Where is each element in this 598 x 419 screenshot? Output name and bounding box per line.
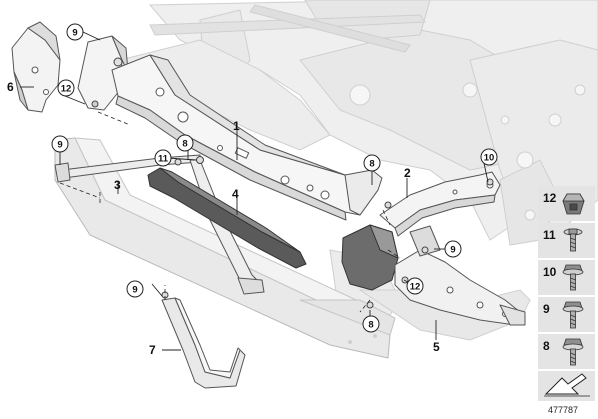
label-part-4: 4 xyxy=(232,187,239,201)
callout-12-right: 12 xyxy=(406,277,424,295)
svg-text:9: 9 xyxy=(57,140,62,151)
part-7-bracket xyxy=(161,297,246,389)
label-part-2: 2 xyxy=(404,166,411,180)
callout-9-top: 9 xyxy=(66,23,84,41)
callout-12-left: 12 xyxy=(57,79,75,97)
legend-label-12: 12 xyxy=(543,191,557,205)
callout-9-bottom: 9 xyxy=(126,280,144,298)
part-5-lower-bracket xyxy=(341,224,526,326)
svg-text:9: 9 xyxy=(450,245,455,256)
legend-cell-arrow xyxy=(538,371,595,401)
callout-8-right: 8 xyxy=(363,154,381,172)
svg-text:10: 10 xyxy=(484,153,495,164)
label-part-1: 1 xyxy=(233,119,240,133)
svg-text:9: 9 xyxy=(132,285,137,296)
label-part-3: 3 xyxy=(114,178,121,192)
part-6-bracket xyxy=(11,21,61,113)
callout-9-right: 9 xyxy=(444,240,462,258)
legend-label-8: 8 xyxy=(543,339,550,353)
dashed-lines xyxy=(59,111,401,313)
part-4-air-duct xyxy=(147,167,307,269)
part-2-right-arm xyxy=(379,171,501,237)
svg-text:9: 9 xyxy=(72,28,77,39)
document-number: 477787 xyxy=(548,405,579,415)
svg-text:12: 12 xyxy=(61,84,72,95)
callout-11: 11 xyxy=(154,149,172,167)
body-structure-background xyxy=(118,0,598,341)
svg-text:12: 12 xyxy=(410,282,421,293)
circled-callouts: 9 12 9 11 8 8 10 9 xyxy=(51,23,498,333)
svg-text:8: 8 xyxy=(182,139,187,150)
svg-text:8: 8 xyxy=(368,320,373,331)
callout-8-bottom: 8 xyxy=(362,315,380,333)
label-part-7: 7 xyxy=(149,343,156,357)
fasteners-on-drawing xyxy=(91,57,494,309)
legend-label-9: 9 xyxy=(543,302,550,316)
callout-10: 10 xyxy=(480,148,498,166)
svg-text:8: 8 xyxy=(369,159,374,170)
callout-9-left: 9 xyxy=(51,135,69,153)
legend-label-11: 11 xyxy=(543,228,556,242)
label-part-6: 6 xyxy=(7,80,14,94)
part-1-front-end-carrier xyxy=(77,35,383,221)
callout-8-mid: 8 xyxy=(176,134,194,152)
label-part-5: 5 xyxy=(433,340,440,354)
svg-text:11: 11 xyxy=(158,154,169,165)
legend-label-10: 10 xyxy=(543,265,557,279)
